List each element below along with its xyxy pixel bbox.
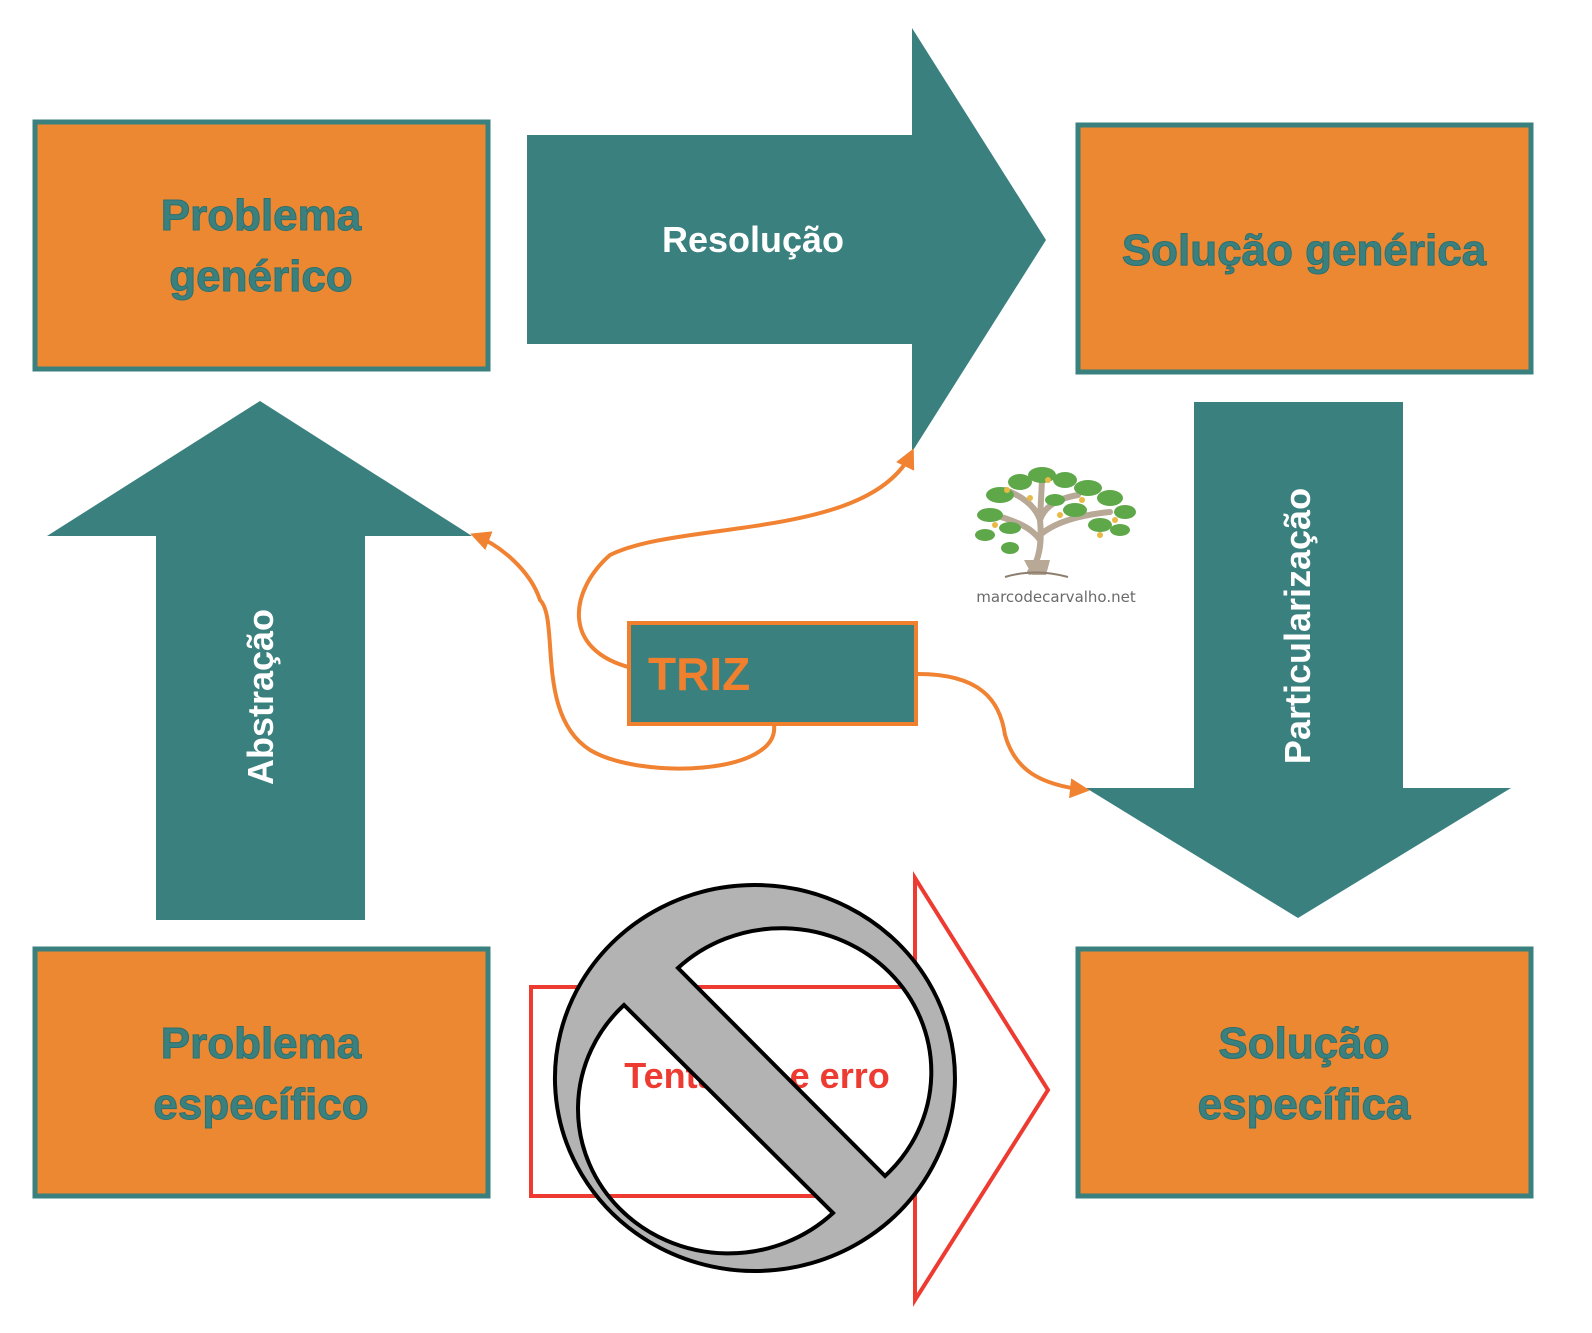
oak-tree-icon — [975, 467, 1136, 578]
box-solucao-especifica-line2: específica — [1198, 1080, 1411, 1129]
arrow-abstracao: Abstração — [47, 401, 472, 920]
logo-text: marcodecarvalho.net — [976, 588, 1136, 606]
box-solucao-generica-bg — [1075, 122, 1534, 375]
triz-box-bg — [627, 621, 918, 726]
triz-box: TRIZ — [627, 621, 918, 726]
arrow-resolucao-shape — [527, 28, 1046, 452]
box-problema-especifico-line1: Problema — [161, 1019, 362, 1068]
box-problema-especifico: Problema específico — [32, 946, 491, 1199]
prohibited-icon — [552, 883, 957, 1273]
connector-triz-to-resolucao — [577, 448, 915, 670]
box-problema-generico: Problema genérico — [32, 119, 491, 372]
triz-connectors — [470, 448, 1090, 799]
arrow-abstracao-label: Abstração — [240, 609, 281, 785]
box-problema-especifico-bg — [32, 946, 491, 1199]
box-solucao-especifica-bg — [1075, 946, 1534, 1199]
triz-label: TRIZ — [648, 648, 750, 700]
box-problema-generico-line1: Problema — [161, 191, 362, 240]
arrow-particularizacao-shape — [1086, 402, 1511, 918]
box-problema-generico-line2: genérico — [169, 252, 352, 301]
box-problema-especifico-line2: específico — [153, 1080, 368, 1129]
arrow-resolucao: Resolução — [527, 28, 1046, 452]
prohibited-sign-shape — [552, 883, 957, 1273]
connector-triz-to-abstracao — [470, 531, 777, 771]
box-solucao-especifica-line1: Solução — [1218, 1019, 1389, 1068]
arrow-abstracao-shape — [47, 401, 472, 920]
arrow-particularizacao: Particularização — [1086, 402, 1511, 918]
arrow-particularizacao-label: Particularização — [1277, 488, 1318, 764]
box-problema-generico-bg — [32, 119, 491, 372]
arrow-resolucao-label: Resolução — [662, 219, 844, 260]
connector-triz-to-particularizacao — [917, 672, 1090, 799]
box-solucao-especifica: Solução específica — [1075, 946, 1534, 1199]
box-solucao-generica-line1: Solução genérica — [1122, 226, 1487, 275]
box-solucao-generica: Solução genérica — [1075, 122, 1534, 375]
